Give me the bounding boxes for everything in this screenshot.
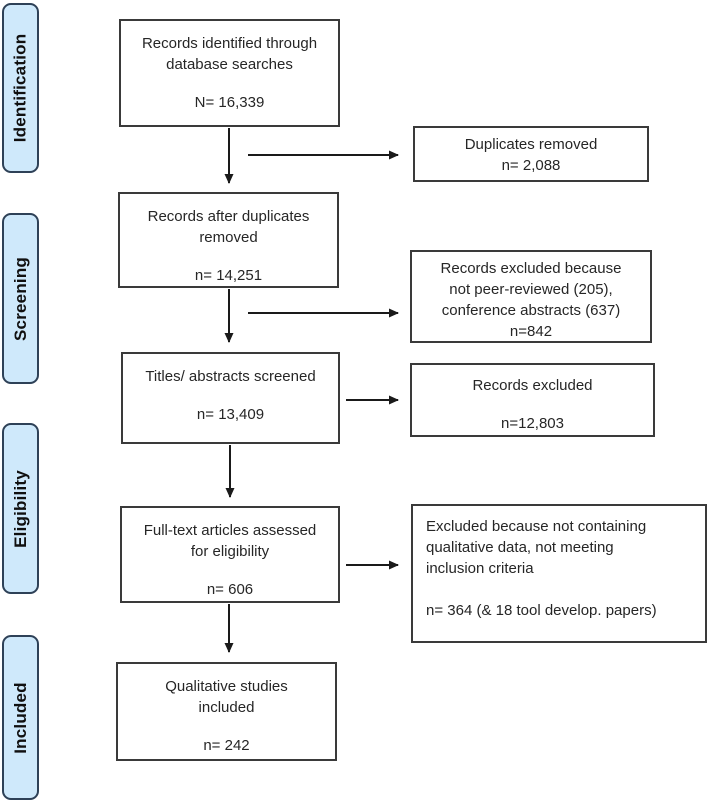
box-text-line: Records excluded because	[440, 260, 622, 277]
box-text-line: conference abstracts (637)	[441, 302, 621, 319]
box-text-line: qualitative data, not meeting	[426, 539, 614, 556]
box-count: n=12,803	[501, 415, 564, 432]
stage-screening: Screening	[2, 213, 39, 384]
stage-eligibility: Eligibility	[2, 423, 39, 594]
box-titles-abstracts-screened: Titles/ abstracts screened n= 13,409	[121, 352, 340, 444]
box-text-line: database searches	[166, 56, 293, 73]
box-text-line: Titles/ abstracts screened	[145, 368, 316, 385]
box-text-line: for eligibility	[190, 543, 270, 560]
stage-included-label: Included	[10, 681, 30, 754]
box-records-excluded-reasons: Records excluded because not peer-review…	[410, 250, 652, 343]
box-duplicates-removed: Duplicates removed n= 2,088	[413, 126, 649, 182]
box-text-line: Records identified through	[141, 35, 318, 52]
stage-screening-label: Screening	[10, 256, 30, 341]
stage-included: Included	[2, 635, 39, 800]
box-count: n= 13,409	[196, 406, 265, 423]
box-records-after-duplicates: Records after duplicates removed n= 14,2…	[118, 192, 339, 288]
box-text-line: inclusion criteria	[426, 560, 534, 577]
stage-identification-label: Identification	[10, 33, 30, 143]
box-text-line: removed	[199, 229, 258, 246]
box-text-line: Qualitative studies	[165, 678, 288, 695]
box-text-line: Records excluded	[472, 377, 593, 394]
box-count: n= 364 (& 18 tool develop. papers)	[426, 602, 657, 619]
box-records-identified: Records identified through database sear…	[119, 19, 340, 127]
stage-eligibility-label: Eligibility	[10, 469, 30, 548]
box-records-excluded: Records excluded n=12,803	[410, 363, 655, 437]
box-count: n= 606	[206, 581, 254, 598]
box-excluded-fulltext: Excluded because not containing qualitat…	[411, 504, 707, 643]
box-qualitative-included: Qualitative studies included n= 242	[116, 662, 337, 761]
box-text-line: Duplicates removed	[464, 136, 598, 153]
box-count: N= 16,339	[194, 94, 265, 111]
box-count: n= 14,251	[194, 267, 263, 284]
box-text-line: Records after duplicates	[147, 208, 310, 225]
box-text-line: Full-text articles assessed	[143, 522, 317, 539]
box-count: n=842	[509, 323, 553, 340]
stage-identification: Identification	[2, 3, 39, 173]
box-text-line: included	[198, 699, 255, 716]
box-count: n= 242	[203, 737, 250, 754]
box-fulltext-assessed: Full-text articles assessed for eligibil…	[120, 506, 340, 603]
box-text-line: Excluded because not containing	[426, 518, 647, 535]
box-count: n= 2,088	[501, 157, 561, 174]
box-text-line: not peer-reviewed (205),	[449, 281, 613, 298]
